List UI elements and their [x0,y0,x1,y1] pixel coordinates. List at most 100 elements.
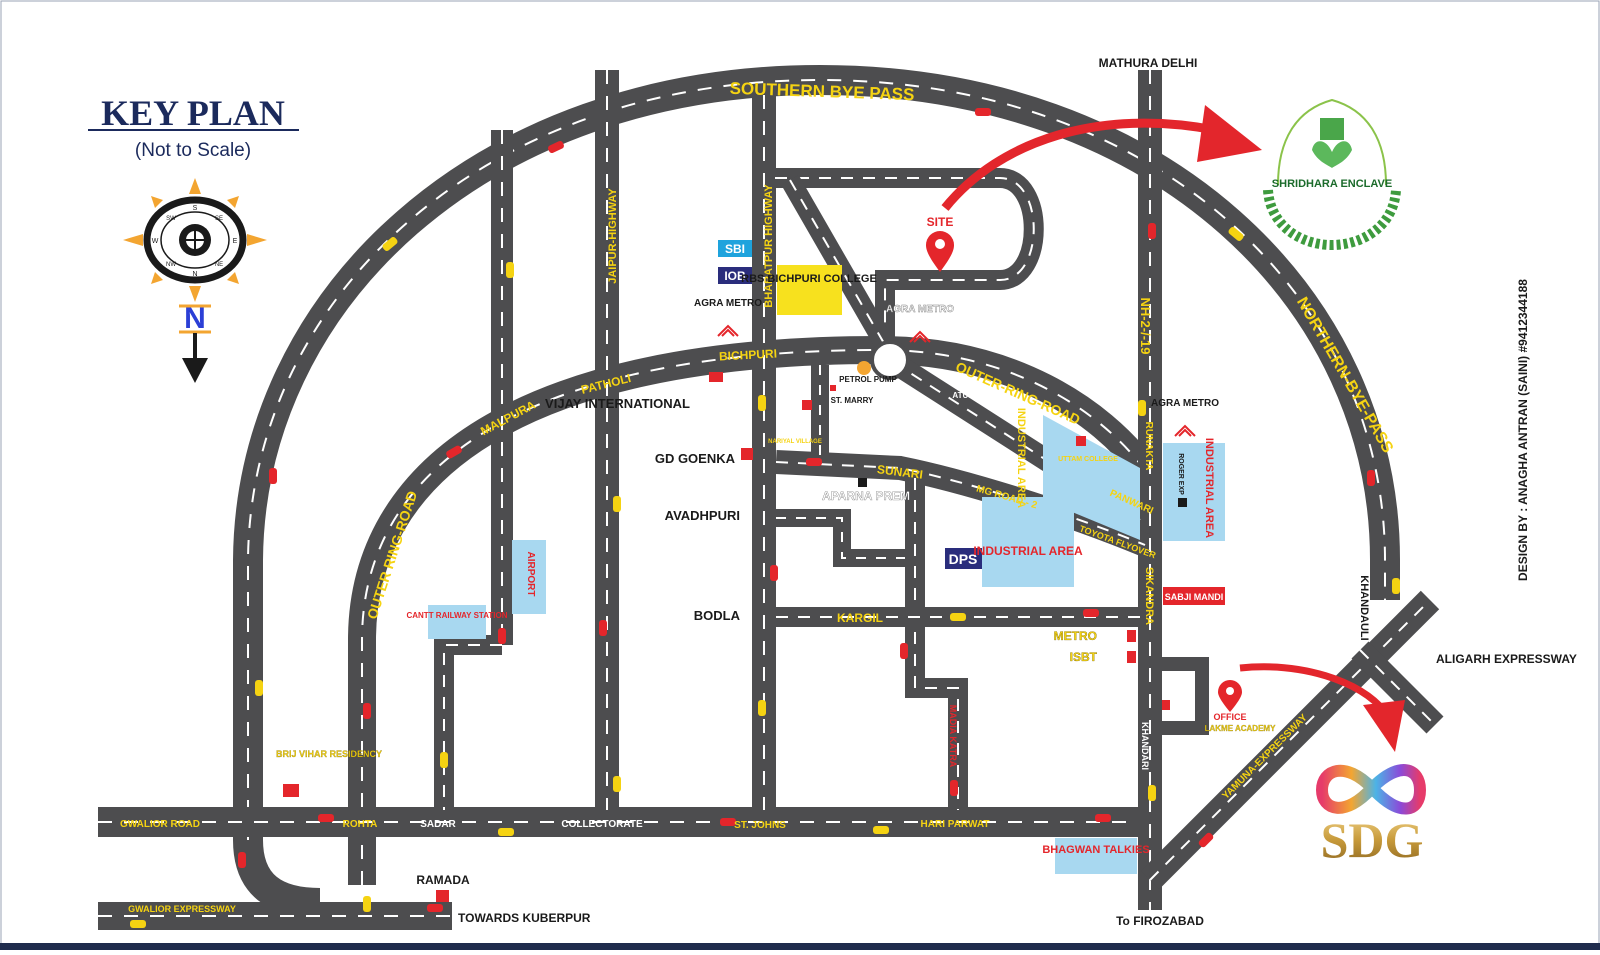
office-marker[interactable] [1218,680,1242,712]
car-icon [427,904,443,912]
vijay-international-label: VIJAY INTERNATIONAL [545,396,690,411]
dps-label: DPS [949,551,978,567]
compass-label: E [233,238,238,245]
car-icon [613,776,621,792]
madia-katra-label: MADIA KATRA [948,705,958,768]
agra-metro-west: AGRA METRO [694,298,762,337]
car-icon [975,108,991,116]
car-icon [1138,400,1146,416]
bodla-label: BODLA [694,608,741,623]
shridhara-enclave-logo: SHRIDHARA ENCLAVE [1263,98,1401,251]
car-icons [130,108,1400,928]
uttam-college-label: UTTAM COLLEGE [1058,456,1118,463]
car-icon [382,237,398,251]
site-marker[interactable]: SITE [926,215,954,272]
road-avadhpuri [776,478,968,810]
rbs-college-text: RBS BICHPURI COLLEGE [741,273,877,285]
car-icon [498,828,514,836]
place-mathura-delhi: MATHURA DELHI [1099,56,1198,70]
industrial-area-uttam-block [1043,415,1140,540]
car-icon [1148,223,1156,239]
road-label-kargil: KARGIL [837,611,883,625]
page-subtitle: (Not to Scale) [135,140,251,161]
ramada-marker [436,890,449,902]
roger-exp-label: ROGER EXP [1177,453,1184,495]
car-icon [363,896,371,912]
car-icon [1148,785,1156,801]
aparna-prem-marker [858,478,867,487]
road-label-sikandra: SIKANDRA [1143,567,1155,625]
industrial-area-east-label: INDUSTRIAL AREA [1203,438,1215,538]
towards-kuberpur-label: TOWARDS KUBERPUR [458,911,591,925]
compass-icon: S N E W SE SW NE NW [123,178,267,302]
footer-bar [0,943,1600,950]
location-pin-icon [926,231,954,272]
industrial-area-block [982,497,1074,587]
petrol-pump-label: PETROL PUMP [839,375,897,384]
car-icon [950,780,958,796]
brij-vihar-label: BRIJ VIHAR RESIDENCY [276,749,382,759]
agra-metro-center: AGRA METRO [886,304,954,343]
road-label-gwalior-road: GWALIOR ROAD [120,819,200,830]
school-marker [802,400,812,410]
aparna-prem-label: APARNA PREM [822,489,910,503]
office-label: OFFICE [1214,712,1247,722]
roger-exp-marker [1178,498,1187,507]
st-marry-label: ST. MARRY [831,396,874,405]
road-outer-ring [348,335,1157,885]
compass-label: NE [215,262,223,268]
car-icon [873,826,889,834]
bhagwan-talkies-label: BHAGWAN TALKIES [1042,844,1149,856]
bhagwan-talkies-block [1055,838,1137,874]
car-icon [1392,578,1400,594]
compass-label: NW [166,262,176,268]
vijay-international-marker [709,372,723,382]
compass-label: SW [166,216,176,222]
isbt-label: ISBT [1070,650,1098,664]
petrol-pump-icon [857,361,871,375]
office-arrow-icon [1239,663,1405,752]
aligarh-expressway-label: ALIGARH EXPRESSWAY [1436,652,1577,666]
metro-icon [909,330,931,343]
brij-vihar-marker [283,784,299,797]
site-label: SITE [927,215,954,229]
road-office-loop [1160,657,1209,735]
enclave-name-text: SHRIDHARA ENCLAVE [1272,178,1392,190]
iob-label: IOB [724,269,746,283]
car-icon [1083,609,1099,617]
road-label-jaipur-highway: JAIPUR-HIGHWAY [607,188,619,284]
avadhpuri-label: AVADHPURI [665,508,740,523]
compass-label: W [152,238,159,245]
compass-label: N [192,271,197,278]
car-icon [758,395,766,411]
site-arrow-icon [941,105,1262,211]
road-label-bharatpur-highway: BHARATPUR HIGHWAY [763,184,775,308]
industrial-area-label-vertical: INDUSTRIAL AREA [1015,408,1027,508]
sabji-mandi-label: SABJI MANDI [1165,592,1224,602]
st-marry-marker [830,385,836,391]
design-credit: DESIGN BY : ANAGHA ANTRAN (SAINI) #94123… [1516,279,1530,581]
car-icon [1367,470,1375,486]
sdg-wordmark: SDG [1321,812,1424,868]
ramada-label: RAMADA [416,873,470,887]
office-small-marker [1162,700,1170,710]
road-label-st-johns: ST. JOHNS [734,820,786,831]
road-label-khandari: KHANDARI [1140,722,1150,770]
metro-icon [717,324,739,337]
car-icon [1228,227,1244,241]
car-icon [440,752,448,768]
car-icon [548,140,564,154]
iob-badge [718,267,752,284]
car-icon [1198,832,1214,848]
infinity-icon [1315,764,1427,815]
airport-block [512,540,546,614]
page-title: KEY PLAN [101,93,285,133]
sbi-label: SBI [725,242,745,256]
compass-label: SE [215,216,223,222]
car-icon [498,628,506,644]
roundabout [870,340,910,380]
car-icon [130,920,146,928]
industrial-area-label: INDUSTRIAL AREA [973,544,1083,558]
metro-icon [1174,424,1196,437]
